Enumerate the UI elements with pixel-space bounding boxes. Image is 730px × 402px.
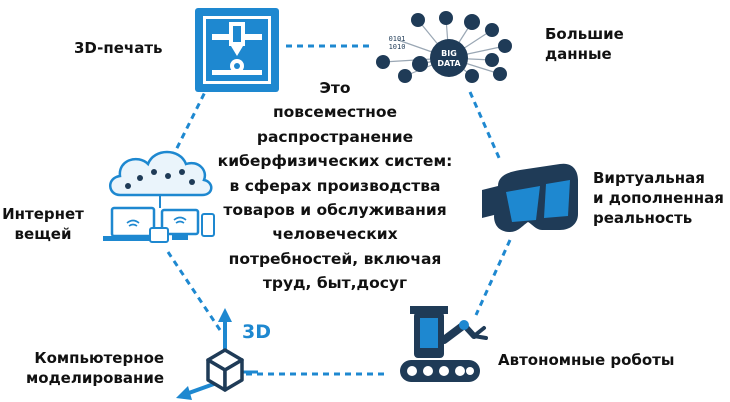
center-line: распространение xyxy=(256,127,414,146)
center-line: труд, быт,досуг xyxy=(262,274,408,293)
3d-printer-icon xyxy=(195,8,279,92)
label-computer-modeling: Компьютерное моделирование xyxy=(26,348,164,388)
big-data-binary-line1: 0101 xyxy=(389,35,406,43)
big-data-binary-line2: 1010 xyxy=(389,43,406,51)
center-description: Это повсеместное распространение киберфи… xyxy=(185,76,485,296)
label-iot-line: Интернет xyxy=(2,205,84,223)
label-internet-of-things: Интернет вещей xyxy=(2,204,84,244)
label-vr-ar-line: Виртуальная xyxy=(593,169,705,187)
label-computer-modeling-line: моделирование xyxy=(26,369,165,387)
center-line: человеческих xyxy=(272,225,398,244)
big-data-badge-line1: BIG xyxy=(441,49,457,58)
big-data-icon: BIG DATA 0101 1010 xyxy=(376,11,512,83)
label-big-data-line: Большие xyxy=(545,25,624,43)
3d-cube-icon: 3D xyxy=(176,308,271,400)
vr-headset-icon xyxy=(482,163,578,232)
connector-modeling-iot xyxy=(166,251,222,331)
center-line: товаров и обслуживания xyxy=(223,201,447,220)
label-vr-ar-line: и дополненная xyxy=(593,189,724,207)
robot-arm-icon xyxy=(400,306,488,382)
label-autonomous-robots: Автономные роботы xyxy=(498,351,675,369)
connector-vr-robots xyxy=(474,239,512,316)
connector-iot-print xyxy=(170,91,207,159)
label-big-data-line: данные xyxy=(545,45,612,63)
3d-badge: 3D xyxy=(242,321,271,343)
label-vr-ar: Виртуальная и дополненная реальность xyxy=(593,168,724,228)
cloud-devices-icon xyxy=(103,150,215,243)
center-line: киберфизических систем: xyxy=(217,152,453,171)
label-vr-ar-line: реальность xyxy=(593,209,693,227)
center-line: Это xyxy=(319,79,351,97)
label-computer-modeling-line: Компьютерное xyxy=(34,349,165,367)
center-line: потребностей, включая xyxy=(228,249,442,268)
connector-lines xyxy=(166,44,512,376)
center-line: в сферах производства xyxy=(229,176,441,195)
big-data-badge-line2: DATA xyxy=(437,59,461,68)
connector-bigdata-vr xyxy=(468,91,502,161)
center-line: повсеместное xyxy=(272,103,398,122)
label-3d-printing: 3D-печать xyxy=(74,39,163,57)
label-big-data: Большие данные xyxy=(545,24,624,64)
label-iot-line: вещей xyxy=(14,225,72,243)
